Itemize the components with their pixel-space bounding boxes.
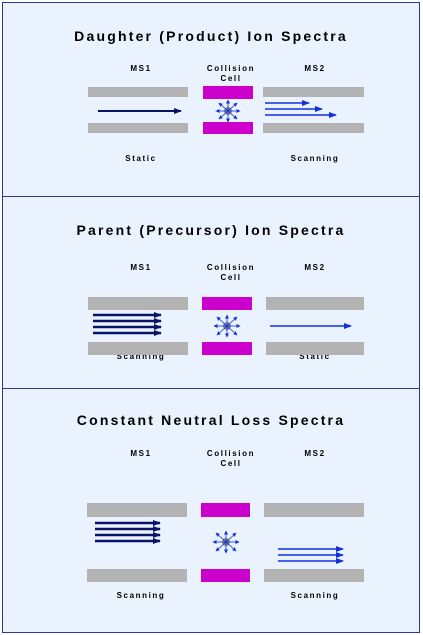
collision-cell-label: Collision Cell	[203, 449, 259, 469]
ms1-scanning-arrows	[93, 312, 162, 336]
ms1-mode-label: Scanning	[116, 591, 166, 600]
collision-cell-top	[201, 503, 250, 517]
panel-parent-ion-spectra: Parent (Precursor) Ion Spectra MS1 Colli…	[2, 196, 420, 389]
ms2-bottom-rod	[263, 123, 364, 133]
ms1-top-rod	[87, 503, 187, 517]
ms1-bottom-rod	[88, 342, 188, 355]
ms2-mode-label: Static	[299, 352, 331, 361]
ms2-label: MS2	[304, 64, 326, 73]
ms2-top-rod	[266, 297, 364, 310]
collision-cell-bottom	[202, 342, 252, 355]
collision-cell-top	[203, 86, 253, 99]
panel3-instrument	[87, 503, 364, 582]
ms1-mode-label: Scanning	[116, 352, 166, 361]
panel-daughter-ion-spectra: Daughter (Product) Ion Spectra MS1 Colli…	[2, 2, 420, 197]
ms2-mode-label: Scanning	[290, 591, 340, 600]
ms1-top-rod	[88, 87, 188, 97]
collision-cell-label: Collision Cell	[203, 263, 259, 283]
collision-cell-label-line1: Collision	[206, 449, 256, 458]
panel-title: Parent (Precursor) Ion Spectra	[76, 222, 346, 238]
collision-cell-bottom	[203, 122, 253, 134]
ms2-scanning-arrows	[265, 100, 337, 118]
ms1-label: MS1	[130, 64, 152, 73]
ms1-label: MS1	[130, 449, 152, 458]
fragmentation-icon	[213, 314, 241, 338]
collision-cell-label-line2: Cell	[220, 459, 242, 468]
fragmentation-icon	[212, 530, 240, 554]
ms1-top-rod	[88, 297, 188, 310]
ms2-label: MS2	[304, 449, 326, 458]
panel2-instrument	[88, 297, 364, 355]
collision-cell-label-line2: Cell	[220, 74, 242, 83]
collision-cell-label-line1: Collision	[206, 64, 256, 73]
ms2-top-rod	[264, 503, 364, 517]
collision-cell-label-line2: Cell	[220, 273, 242, 282]
collision-cell-bottom	[201, 569, 250, 582]
ms2-mode-label: Scanning	[290, 154, 340, 163]
fragmentation-icon	[215, 99, 241, 123]
ms1-scanning-arrows	[95, 520, 161, 544]
ms2-label: MS2	[304, 263, 326, 272]
collision-cell-top	[202, 297, 252, 310]
ms2-top-rod	[263, 87, 364, 97]
ms1-label: MS1	[130, 263, 152, 272]
ms1-bottom-rod	[88, 123, 188, 133]
ms2-scanning-arrows	[278, 546, 344, 564]
collision-cell-label-line1: Collision	[206, 263, 256, 272]
panel-title: Daughter (Product) Ion Spectra	[74, 28, 348, 44]
panel-title: Constant Neutral Loss Spectra	[76, 412, 346, 428]
ms1-mode-label: Static	[125, 154, 157, 163]
ms1-bottom-rod	[87, 569, 187, 582]
ms2-bottom-rod	[266, 342, 364, 355]
collision-cell-label: Collision Cell	[203, 64, 259, 84]
ms2-bottom-rod	[264, 569, 364, 582]
panel1-instrument	[88, 86, 364, 134]
